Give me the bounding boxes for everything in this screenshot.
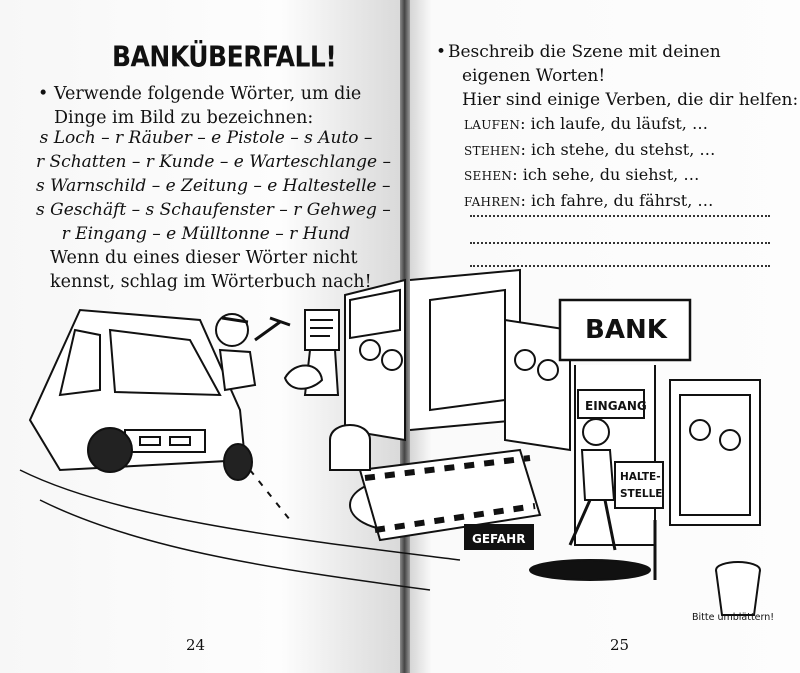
prompt-line: Beschreib die Szene mit deinen bbox=[448, 42, 721, 62]
bullet: • bbox=[38, 84, 49, 104]
vocabulary-line: s Loch – r Räuber – e Pistole – s Auto – bbox=[39, 128, 373, 148]
bank-sign: BANK bbox=[585, 315, 668, 345]
page-title: BANKÜBERFALL! bbox=[112, 39, 337, 74]
hole-with-barrier bbox=[329, 424, 542, 542]
walking-customer bbox=[529, 418, 651, 581]
verb-row: FAHREN: ich fahre, du fährst, … bbox=[464, 189, 715, 215]
danger-sign: GEFAHR bbox=[472, 532, 525, 546]
bus-stop-sign-line1: HALTE- bbox=[620, 471, 661, 483]
verb-forms: : ich fahre, du fährst, … bbox=[520, 190, 714, 210]
prompt-line: Hier sind einige Verben, die dir helfen: bbox=[462, 90, 799, 110]
instruction-line: Verwende folgende Wörter, um die bbox=[54, 84, 362, 104]
instruction-line: Dinge im Bild zu bezeichnen: bbox=[54, 108, 314, 128]
getaway-car bbox=[28, 308, 291, 521]
bus-stop-sign-line2: STELLE bbox=[620, 488, 662, 500]
writing-line[interactable] bbox=[470, 215, 770, 217]
vocabulary-line: s Geschäft – s Schaufenster – r Gehweg – bbox=[36, 200, 391, 220]
trash-can bbox=[715, 561, 761, 616]
verb-row: LAUFEN: ich laufe, du läufst, … bbox=[464, 112, 715, 138]
entrance-sign-board bbox=[577, 389, 645, 419]
vocabulary-line: r Eingang – e Mülltonne – r Hund bbox=[61, 224, 351, 244]
verb-row: SEHEN: ich sehe, du siehst, … bbox=[464, 163, 715, 189]
verb-list: LAUFEN: ich laufe, du läufst, … STEHEN: … bbox=[464, 112, 715, 214]
hint-line: Wenn du eines dieser Wörter nicht bbox=[50, 248, 358, 268]
prompt-line: eigenen Worten! bbox=[462, 66, 606, 86]
instruction-block: • Verwende folgende Wörter, um die Dinge… bbox=[38, 82, 378, 130]
turn-page-hint: Bitte umblättern! bbox=[692, 612, 775, 623]
verb-forms: : ich sehe, du siehst, … bbox=[512, 165, 700, 184]
verb-forms: : ich laufe, du läufst, … bbox=[520, 114, 708, 133]
bus-stop-sign-board bbox=[614, 461, 664, 509]
writing-line[interactable] bbox=[470, 242, 770, 244]
vocabulary-list: s Loch – r Räuber – e Pistole – s Auto –… bbox=[36, 126, 391, 246]
verb-forms: : ich stehe, du stehst, … bbox=[520, 139, 716, 159]
verb-row: STEHEN: ich stehe, du stehst, … bbox=[464, 138, 715, 164]
vocabulary-line: r Schatten – r Kunde – e Warteschlange – bbox=[36, 152, 391, 172]
danger-sign-board bbox=[464, 524, 534, 550]
page-number-right: 25 bbox=[610, 636, 630, 654]
verb-name: FAHREN bbox=[464, 194, 521, 209]
verb-name: LAUFEN bbox=[464, 118, 521, 132]
robber-figure bbox=[215, 313, 291, 392]
dog bbox=[283, 364, 324, 390]
page-number-left: 24 bbox=[186, 636, 206, 654]
verb-name: SEHEN bbox=[464, 169, 513, 183]
task-prompt: • Beschreib die Szene mit deinen eigenen… bbox=[436, 40, 799, 112]
verb-name: STEHEN bbox=[464, 143, 521, 158]
street-curve bbox=[19, 469, 461, 561]
hint-line: kennst, schlag im Wörterbuch nach! bbox=[50, 272, 372, 292]
writing-line[interactable] bbox=[470, 265, 770, 267]
bullet: • bbox=[436, 42, 447, 62]
dictionary-hint: Wenn du eines dieser Wörter nicht kennst… bbox=[50, 246, 372, 294]
entrance-sign: EINGANG bbox=[585, 399, 647, 413]
street-curve bbox=[39, 499, 431, 591]
shop-front bbox=[344, 278, 406, 442]
vocabulary-line: s Warnschild – e Zeitung – e Haltestelle… bbox=[36, 176, 391, 196]
